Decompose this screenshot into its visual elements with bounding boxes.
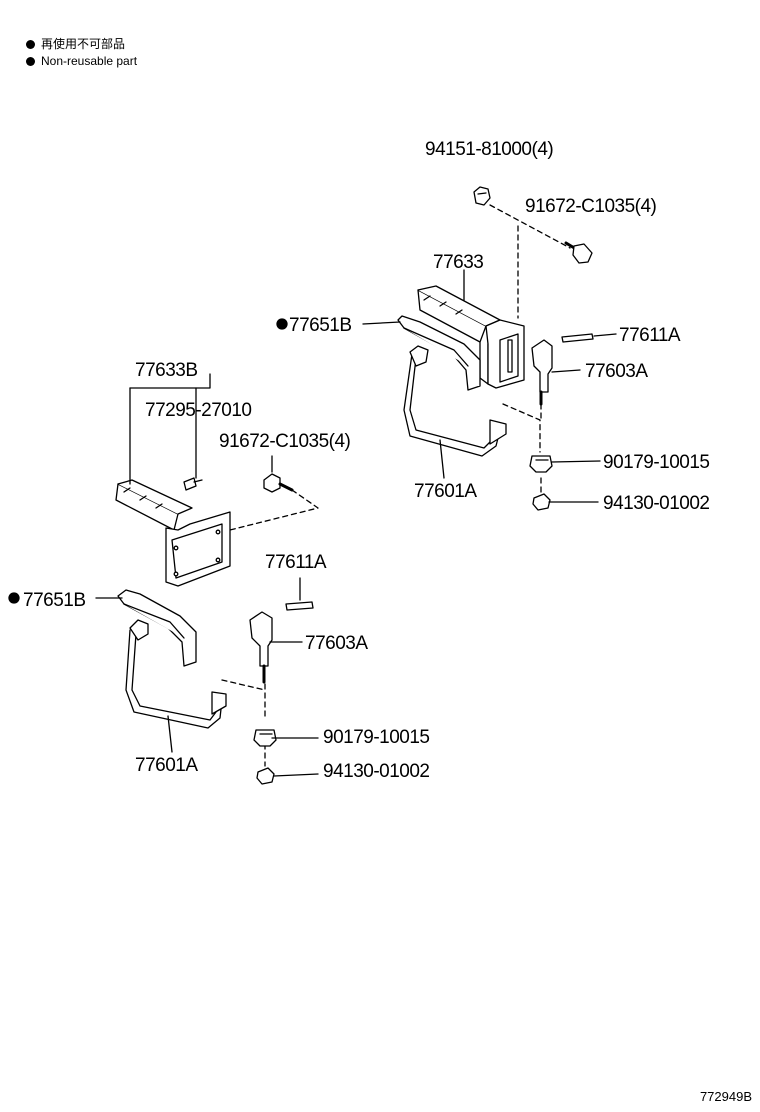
flange-nut-lower-drawing — [253, 729, 277, 747]
part-label-77601a-lower: 77601A — [135, 755, 198, 776]
part-label-94130-01002-lower: 94130-01002 — [323, 761, 430, 782]
leader-lines-upper — [362, 269, 617, 503]
hook-77603a-lower-drawing — [249, 611, 273, 684]
part-label-94130-01002-upper: 94130-01002 — [603, 493, 710, 514]
legend-text-en: Non-reusable part — [41, 54, 138, 68]
bracket-77633b-drawing — [115, 479, 231, 587]
part-label-77603a-upper: 77603A — [585, 361, 648, 382]
part-label-91672-c1035-lower: 91672-C1035(4) — [219, 431, 351, 452]
part-label-77651b-upper: 77651B — [289, 315, 352, 336]
legend-row-jp: 再使用不可部品 — [26, 36, 137, 53]
part-label-91672-c1035-upper: 91672-C1035(4) — [525, 196, 657, 217]
part-label-90179-10015-upper: 90179-10015 — [603, 452, 710, 473]
bracket-77633-drawing — [417, 285, 525, 389]
figure-reference-code: 772949B — [699, 1089, 752, 1104]
part-label-90179-10015-lower: 90179-10015 — [323, 727, 430, 748]
clip-77295-drawing — [183, 477, 203, 491]
cushion-77651b-upper-drawing — [397, 315, 481, 391]
part-label-94151-81000: 94151-81000(4) — [425, 139, 553, 160]
part-label-77633: 77633 — [433, 252, 483, 273]
part-label-77633b: 77633B — [135, 360, 198, 381]
cushion-77651b-lower-drawing — [117, 589, 197, 667]
leader-lines-lower — [95, 373, 319, 777]
nut-94130-upper-drawing — [532, 493, 551, 511]
flange-nut-upper-drawing — [529, 455, 553, 473]
guide-lines — [489, 204, 571, 495]
non-reusable-dot-icon — [276, 318, 288, 330]
non-reusable-dot-icon — [26, 57, 35, 66]
legend-text-jp: 再使用不可部品 — [41, 37, 126, 51]
strap-77601a-upper-drawing — [403, 345, 507, 457]
part-label-77611a-lower: 77611A — [265, 552, 327, 573]
non-reusable-dot-icon — [26, 40, 35, 49]
bolt-part-drawing — [564, 241, 593, 264]
part-label-77611a-upper: 77611A — [619, 325, 681, 346]
nut-part-drawing — [473, 186, 491, 206]
strap-77601a-lower-drawing — [125, 619, 227, 729]
part-label-77651b-lower: 77651B — [23, 590, 86, 611]
hook-77603a-upper-drawing — [531, 339, 553, 406]
rod-77611a-upper-drawing — [561, 333, 594, 343]
legend: 再使用不可部品 Non-reusable part — [26, 36, 137, 70]
bolt-lower-drawing — [263, 473, 294, 493]
part-label-77295-27010: 77295-27010 — [145, 400, 252, 421]
legend-row-en: Non-reusable part — [26, 53, 137, 70]
non-reusable-dot-icon — [8, 592, 20, 604]
part-label-77601a-upper: 77601A — [414, 481, 477, 502]
guide-lines-lower — [221, 489, 319, 767]
rod-77611a-lower-drawing — [285, 601, 314, 611]
nut-94130-lower-drawing — [256, 767, 275, 785]
part-label-77603a-lower: 77603A — [305, 633, 368, 654]
